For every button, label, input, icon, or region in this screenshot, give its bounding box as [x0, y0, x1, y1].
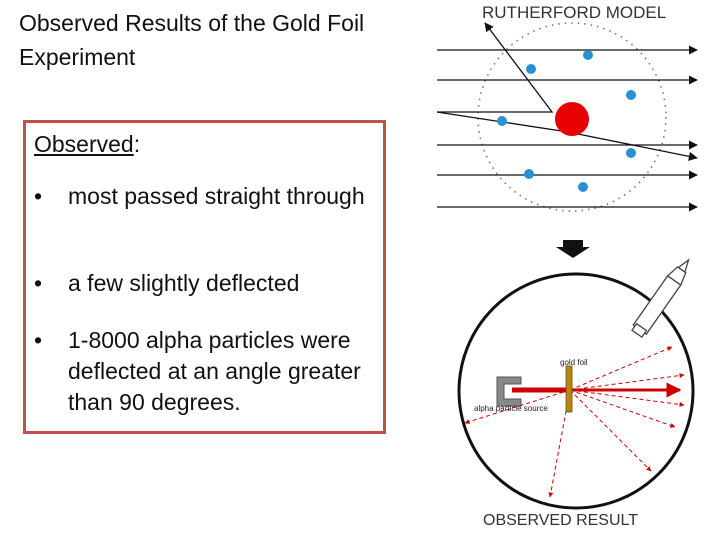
electron-icon — [497, 116, 507, 126]
scatter-ray — [569, 373, 685, 391]
alpha-source-icon — [496, 376, 522, 407]
bullet-text: most passed straight through — [68, 183, 365, 209]
slide-title: Observed Results of the Gold Foil Experi… — [19, 10, 365, 70]
alpha-source-label: alpha particle source — [474, 404, 548, 413]
scatter-ray — [569, 389, 652, 472]
scatter-ray — [569, 346, 673, 391]
bullet-dot: • — [34, 270, 43, 296]
observed-result-label: OBSERVED RESULT — [483, 512, 638, 529]
observed-box: Observed: • most passed straight through… — [23, 120, 386, 434]
gold-foil-diagram: RUTHERFORD MODEL gold foil alpha partic — [436, 3, 698, 529]
electron-icon — [524, 169, 534, 179]
electron-icon — [526, 64, 536, 74]
nucleus-icon — [555, 102, 589, 136]
scatter-ray — [464, 389, 571, 425]
observed-heading: Observed: — [34, 129, 140, 159]
bullet-dot: • — [34, 183, 43, 209]
electron-icon — [626, 90, 636, 100]
gold-foil-label: gold foil — [560, 358, 588, 367]
microscope-icon — [631, 258, 690, 339]
observed-heading-colon: : — [133, 131, 141, 157]
scatter-ray — [569, 389, 685, 407]
electron-icon — [578, 182, 588, 192]
alpha-path-backscattered — [437, 22, 554, 113]
scatter-ray — [569, 389, 676, 428]
electron-icon — [626, 148, 636, 158]
detector-screen — [457, 272, 695, 510]
bullet-text: 1-8000 alpha particles were deflected at… — [68, 327, 361, 415]
gold-foil — [565, 365, 573, 413]
observed-heading-text: Observed — [34, 131, 134, 157]
electron-icon — [583, 50, 593, 60]
bullet-dot: • — [34, 327, 43, 353]
down-arrow-icon — [556, 240, 590, 258]
bullet-text: a few slightly deflected — [68, 270, 300, 296]
rutherford-model-label: RUTHERFORD MODEL — [482, 3, 666, 22]
atom-boundary — [477, 22, 667, 212]
